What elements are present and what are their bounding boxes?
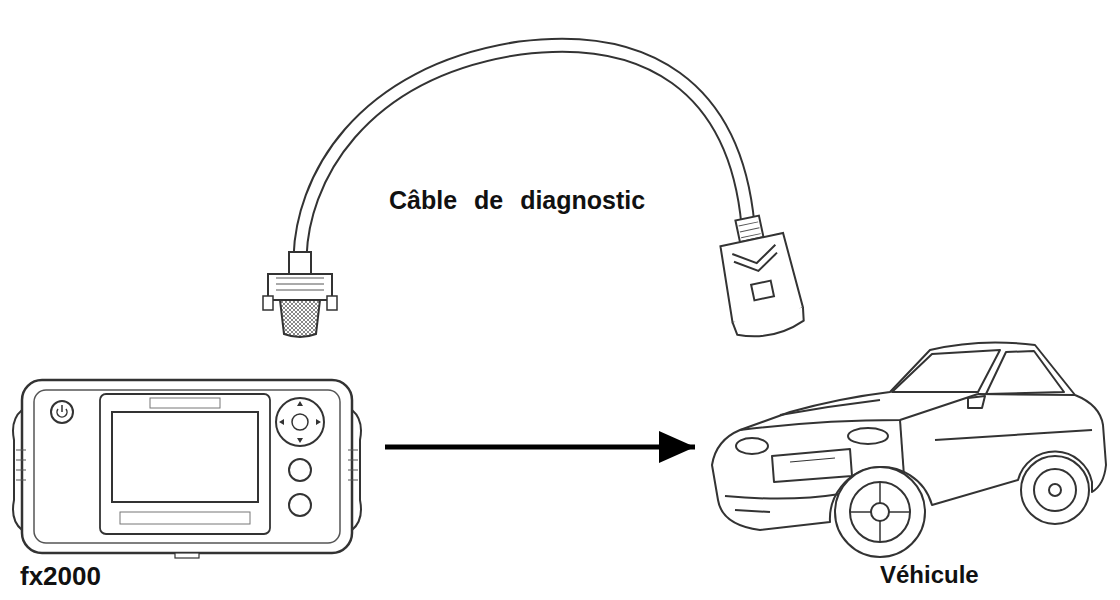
connector-arrow	[385, 445, 695, 450]
car-illustration	[712, 342, 1106, 557]
node-caption: Véhicule	[880, 560, 979, 590]
scan-tool-illustration	[13, 380, 361, 558]
device-box: fx2000	[15, 370, 365, 592]
vehicle-box: Véhicule	[700, 335, 1110, 592]
node-caption: fx2000	[20, 560, 101, 592]
diagnostic-cable	[263, 45, 807, 342]
cable-label: Câble de diagnostic	[386, 186, 648, 215]
